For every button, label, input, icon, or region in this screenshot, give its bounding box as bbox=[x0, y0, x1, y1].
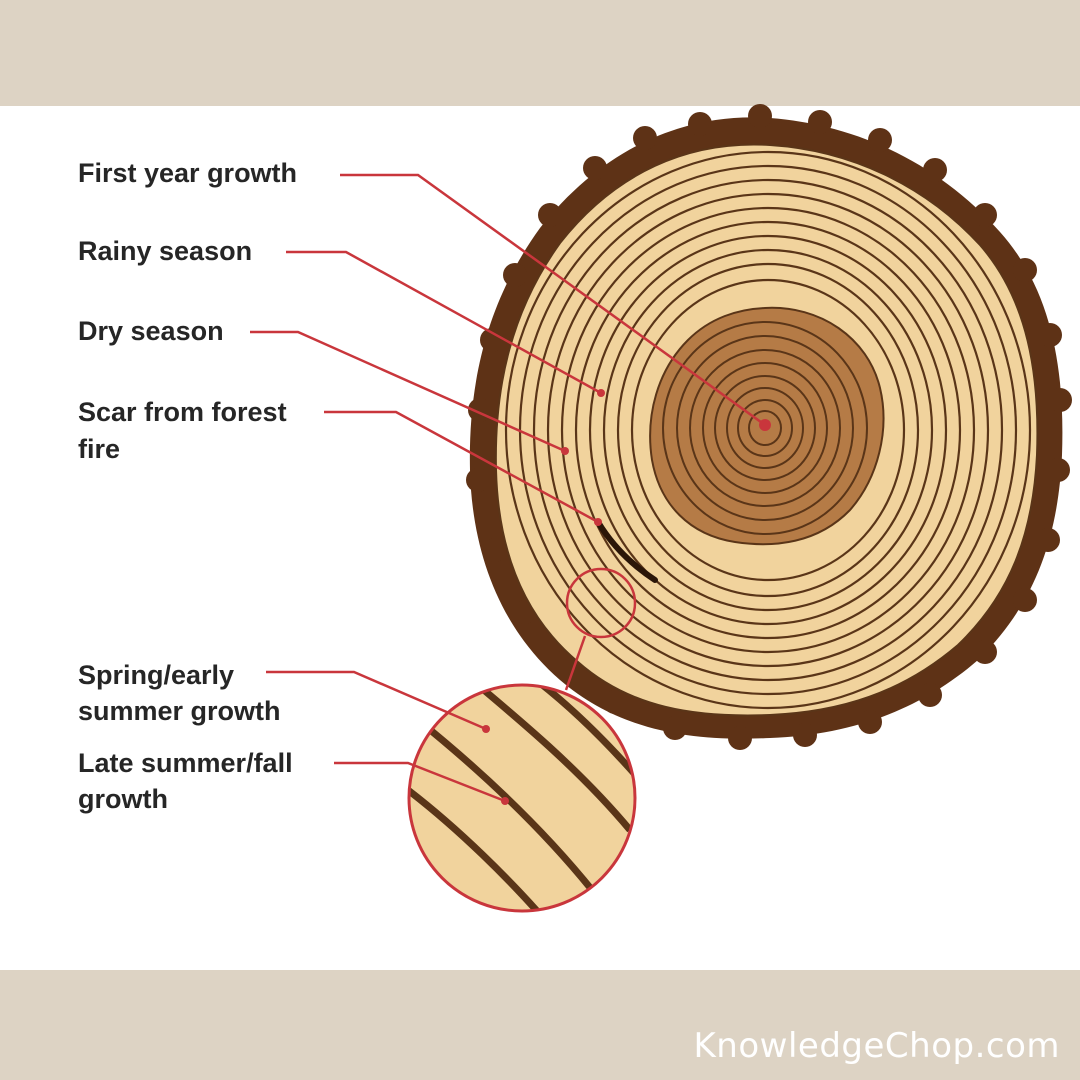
label-late-line1: Late summer/fall bbox=[78, 748, 293, 778]
label-spring-line2: summer growth bbox=[78, 696, 281, 726]
label-first-year-growth: First year growth bbox=[78, 158, 298, 188]
marker-late bbox=[501, 797, 509, 805]
pointer-scar bbox=[324, 410, 599, 524]
watermark: KnowledgeChop.com bbox=[693, 1026, 1060, 1066]
marker-first-year bbox=[759, 419, 771, 431]
pointer-dry bbox=[250, 330, 566, 453]
pointer-late bbox=[334, 761, 506, 803]
label-dry-season: Dry season bbox=[78, 316, 224, 346]
marker-spring bbox=[482, 725, 490, 733]
pointer-lines bbox=[250, 173, 766, 803]
label-scar-line2: fire bbox=[78, 434, 121, 464]
pointer-first-year bbox=[340, 173, 766, 427]
pointer-spring bbox=[266, 670, 487, 731]
label-late-line2: growth bbox=[78, 784, 168, 814]
fire-scar bbox=[595, 519, 658, 583]
magnify-connector bbox=[564, 635, 587, 691]
magnify-target-circle bbox=[565, 567, 637, 639]
marker-dry bbox=[561, 447, 569, 455]
label-scar-line1: Scar from forest bbox=[78, 397, 287, 427]
bottom-band bbox=[0, 970, 1080, 1080]
label-rainy-season: Rainy season bbox=[78, 236, 253, 266]
marker-scar bbox=[594, 518, 602, 526]
marker-rainy bbox=[597, 389, 605, 397]
magnified-circle bbox=[407, 683, 637, 913]
top-band bbox=[0, 0, 1080, 106]
pointer-rainy bbox=[286, 250, 602, 395]
label-spring-line1: Spring/early bbox=[78, 660, 235, 690]
